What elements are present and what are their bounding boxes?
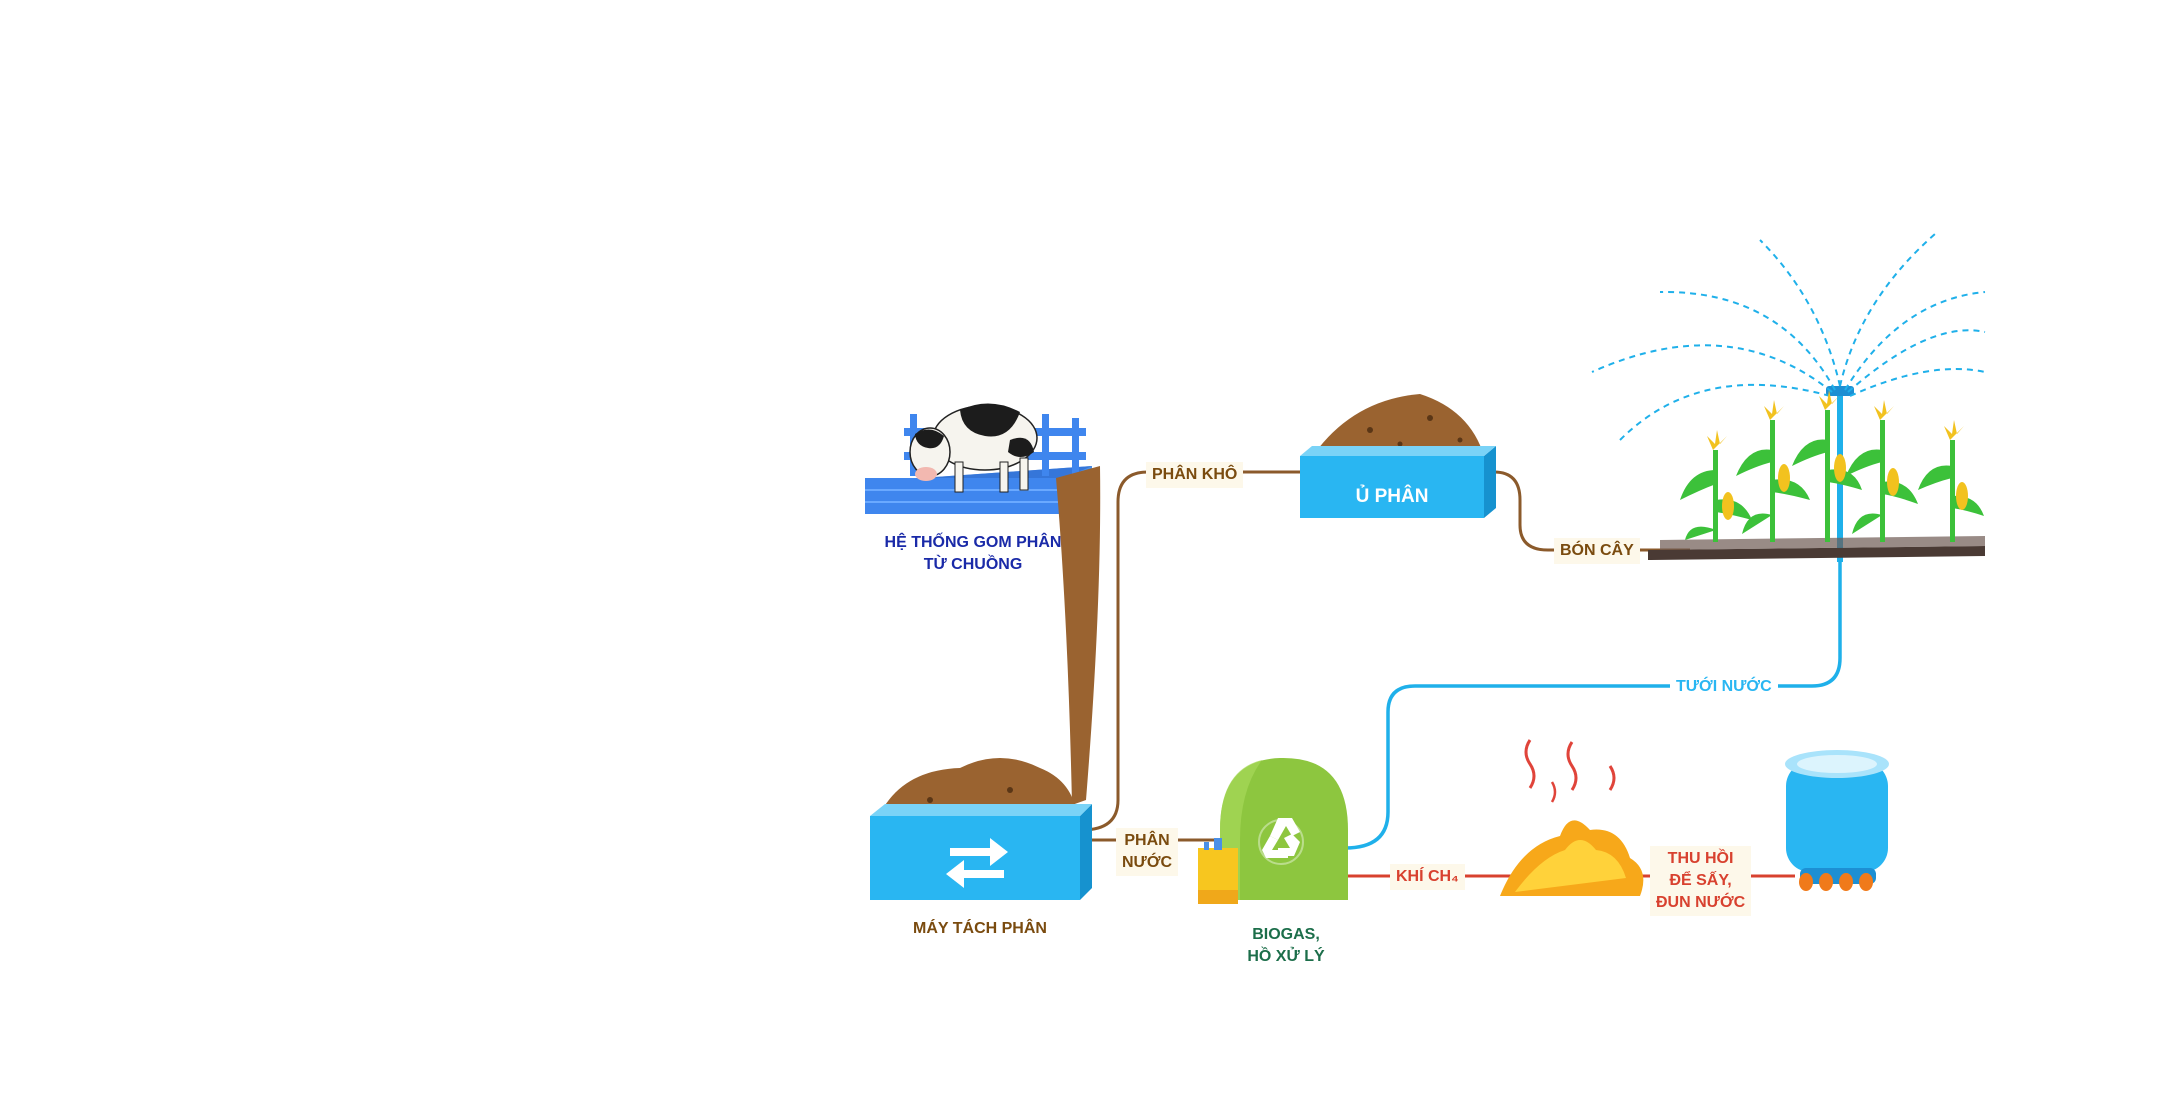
heat-recovery-line1: THU HỒI (1667, 850, 1734, 867)
wet-manure-line1: PHÂN (1124, 832, 1170, 849)
separator-machine (870, 758, 1092, 900)
irrigation-label: TƯỚI NƯỚC (1670, 674, 1778, 700)
separator-label: MÁY TÁCH PHÂN (913, 920, 1047, 937)
compost-box (1300, 394, 1496, 518)
irrigation-line (1344, 560, 1842, 850)
compost-box-label: Ủ PHÂN (1355, 486, 1429, 507)
fertilize-label: BÓN CÂY (1554, 538, 1640, 564)
biogas-label: BIOGAS, HỒ XỬ LÝ (1216, 924, 1356, 968)
water-pot-icon (1785, 750, 1889, 891)
barn-illustration (865, 403, 1092, 514)
heat-recovery-line3: ĐUN NƯỚC (1656, 894, 1746, 911)
dry-manure-line (1081, 470, 1300, 832)
biogas-label-line2: HỒ XỬ LÝ (1247, 948, 1325, 965)
wet-manure-label: PHÂN NƯỚC (1116, 828, 1179, 876)
biogas-label-line1: BIOGAS, (1252, 926, 1320, 943)
fertilize-line (1493, 470, 1690, 552)
corn-field (1648, 390, 1985, 560)
fire-pile-icon (1500, 739, 1644, 896)
heat-recovery-label: THU HỒI ĐỂ SẤY, ĐUN NƯỚC (1650, 846, 1752, 916)
barn-label-line2: TỪ CHUỒNG (923, 556, 1023, 573)
barn-label-line1: HỆ THỐNG GOM PHÂN (884, 534, 1062, 551)
dry-manure-label: PHÂN KHÔ (1146, 462, 1244, 488)
manure-chute (1056, 466, 1101, 805)
methane-label: KHÍ CH₄ (1390, 864, 1465, 890)
heat-recovery-line2: ĐỂ SẤY, (1669, 872, 1732, 889)
recycle-icon (1258, 818, 1304, 865)
sprinkler-icon (1591, 233, 1986, 562)
biogas-tank (1198, 757, 1348, 904)
barn-label: HỆ THỐNG GOM PHÂN TỪ CHUỒNG (858, 532, 1088, 576)
wet-manure-line2: NƯỚC (1122, 854, 1173, 871)
arrows-icon (946, 838, 1008, 888)
